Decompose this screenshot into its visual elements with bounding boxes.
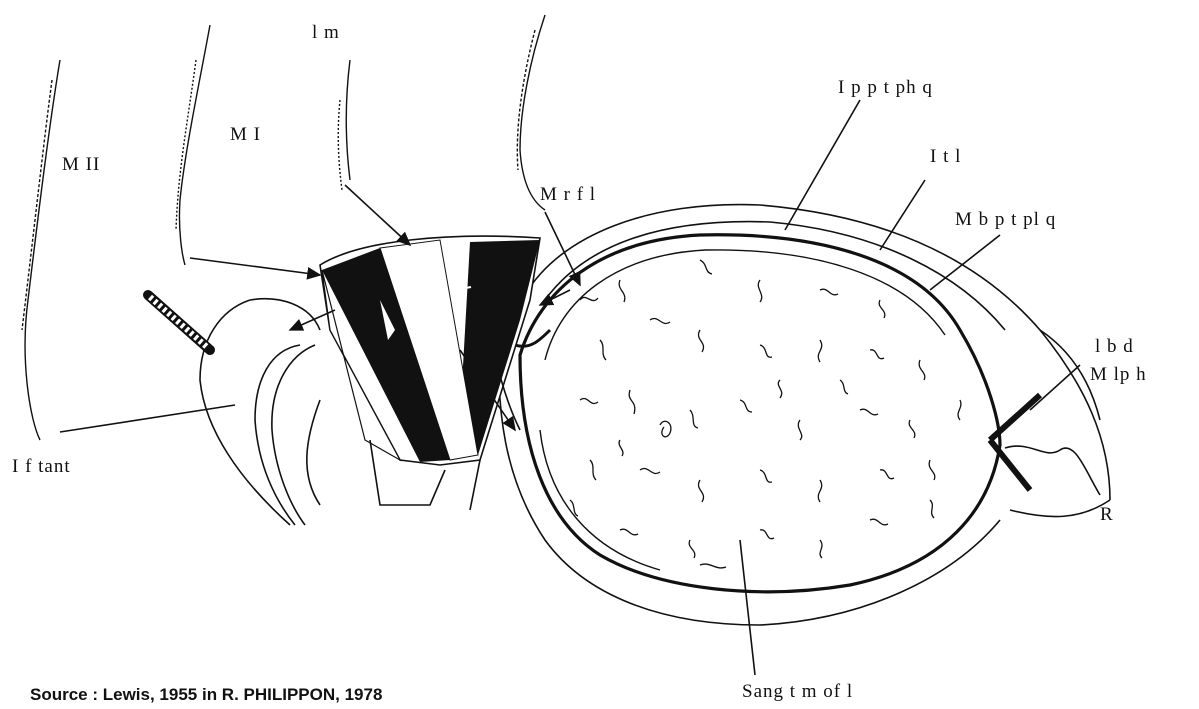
muscle-block (320, 236, 540, 465)
label-i-f-tant: I f tant (12, 456, 71, 477)
blood-worms (570, 260, 961, 568)
label-m-i: M I (230, 124, 261, 145)
label-m-rfl: M r f l (540, 184, 596, 205)
label-l-m: l m (312, 22, 340, 43)
label-l-p-pt-phq: I p p t ph q (838, 77, 933, 98)
label-m-b-p-t-plq: M b p t pl q (955, 209, 1056, 230)
label-r: R (1100, 504, 1114, 525)
label-m-lp-h: M lp h (1090, 364, 1147, 385)
antenna (148, 295, 210, 350)
source-caption: Source : Lewis, 1955 in R. PHILIPPON, 19… (30, 685, 382, 704)
label-l-t-l: I t l (930, 146, 961, 167)
label-m-ii: M II (62, 154, 100, 175)
label-l-b-d: l b d (1095, 336, 1134, 357)
label-sang: Sang t m of l (742, 681, 853, 702)
blood-sac (520, 235, 1000, 592)
posterior-nerves (990, 395, 1100, 495)
